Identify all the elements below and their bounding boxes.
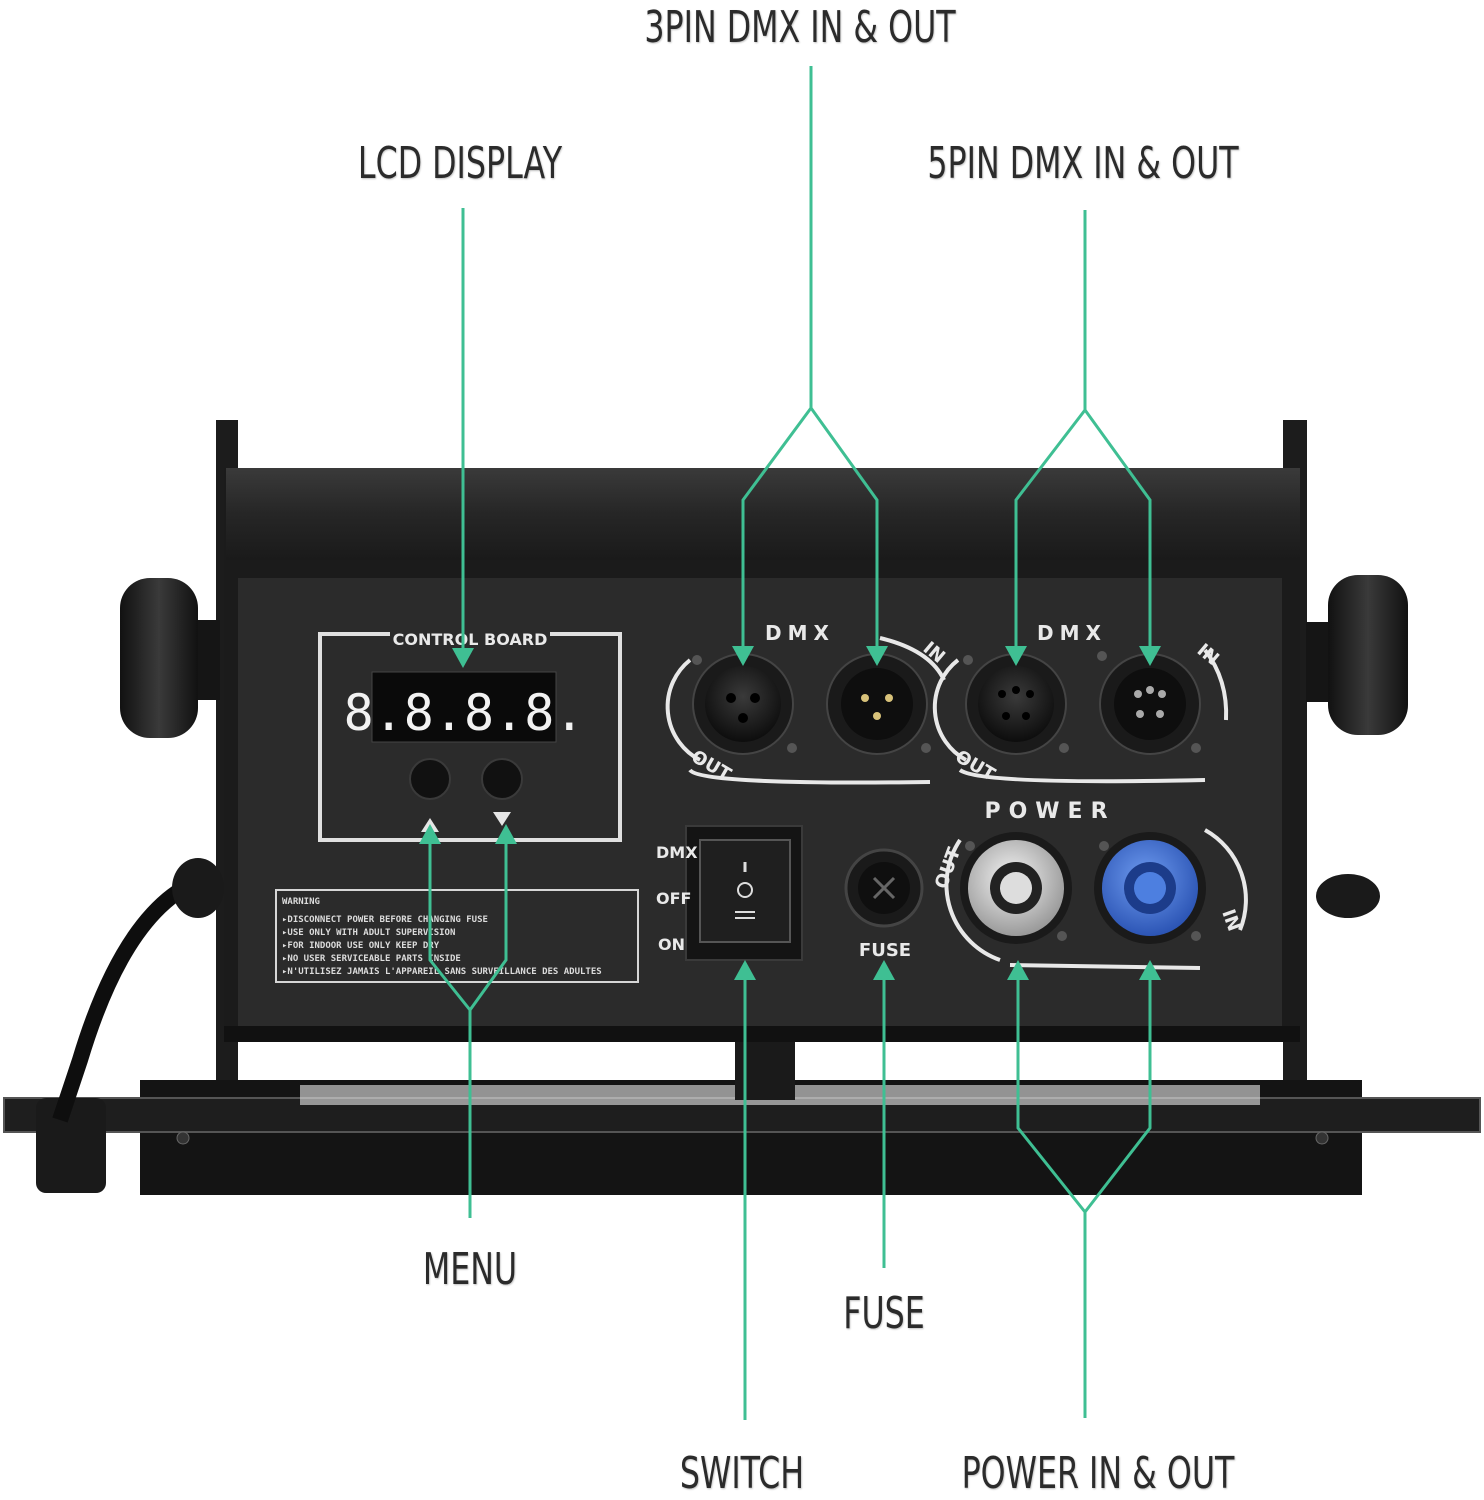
warning-line: ▸DISCONNECT POWER BEFORE CHANGING FUSE [282,915,488,925]
warning-title: WARNING [282,897,320,907]
callout-menu: MENU [422,1244,518,1295]
warning-line: ▸NO USER SERVICEABLE PARTS INSIDE [282,954,461,964]
dmx5-out-connector[interactable] [963,653,1069,755]
warning-line: ▸N'UTILISEZ JAMAIS L'APPAREIL SANS SURVE… [282,967,602,977]
dmx-label-3pin: DMX [765,621,835,645]
dmx3-leader [741,66,879,650]
control-board-label: CONTROL BOARD [393,630,548,649]
control-board: CONTROL BOARD 8.8.8.8. [318,626,622,842]
power-section: POWER OUT IN [931,799,1248,970]
menu-down-button[interactable] [481,758,523,800]
power-out-connector[interactable] [960,832,1072,944]
callout-fuse: FUSE [843,1288,925,1339]
dmx-section: DMX DMX OUT IN OUT IN [665,621,1229,786]
lcd-display [371,671,557,743]
warning-line: ▸FOR INDOOR USE ONLY KEEP DRY [282,941,440,951]
callout-3pin-dmx: 3PIN DMX IN & OUT [644,2,956,53]
dmx5-in-connector[interactable] [1097,651,1201,755]
top-bar [226,468,1300,560]
power-in-connector[interactable] [1094,832,1206,944]
right-knob [1328,575,1408,735]
power-panel-label: POWER [984,799,1115,824]
callout-lines [419,66,1161,1420]
warning-label: WARNING ▸DISCONNECT POWER BEFORE CHANGIN… [275,889,639,983]
left-clamp [36,1098,106,1193]
dmx5-leader [1014,210,1152,650]
dmx-label-5pin: DMX [1037,621,1107,645]
callout-lcd-display: LCD DISPLAY [357,138,563,189]
switch-off-label: OFF [656,889,691,908]
dmx3-out-connector[interactable] [692,653,797,755]
menu-leader [428,840,508,1218]
fuse-panel-label: FUSE [859,940,911,961]
lcd-readout: 8.8.8.8. [344,684,585,742]
power-switch[interactable]: DMX OFF ON [656,825,803,961]
switch-dmx-label: DMX [656,843,698,862]
left-knob [120,578,198,738]
warning-line: ▸USE ONLY WITH ADULT SUPERVISION [282,928,455,938]
down-arrow-icon [493,812,511,826]
menu-up-button[interactable] [409,758,451,800]
callout-switch: SWITCH [679,1448,805,1499]
dmx3-in-connector[interactable] [826,653,931,755]
device-body [3,420,1481,1195]
switch-on-label: ON [658,935,685,954]
callout-5pin-dmx: 5PIN DMX IN & OUT [927,138,1239,189]
fuse-holder[interactable]: FUSE [844,848,924,961]
power-leader [1016,975,1152,1418]
callout-power: POWER IN & OUT [961,1448,1235,1499]
